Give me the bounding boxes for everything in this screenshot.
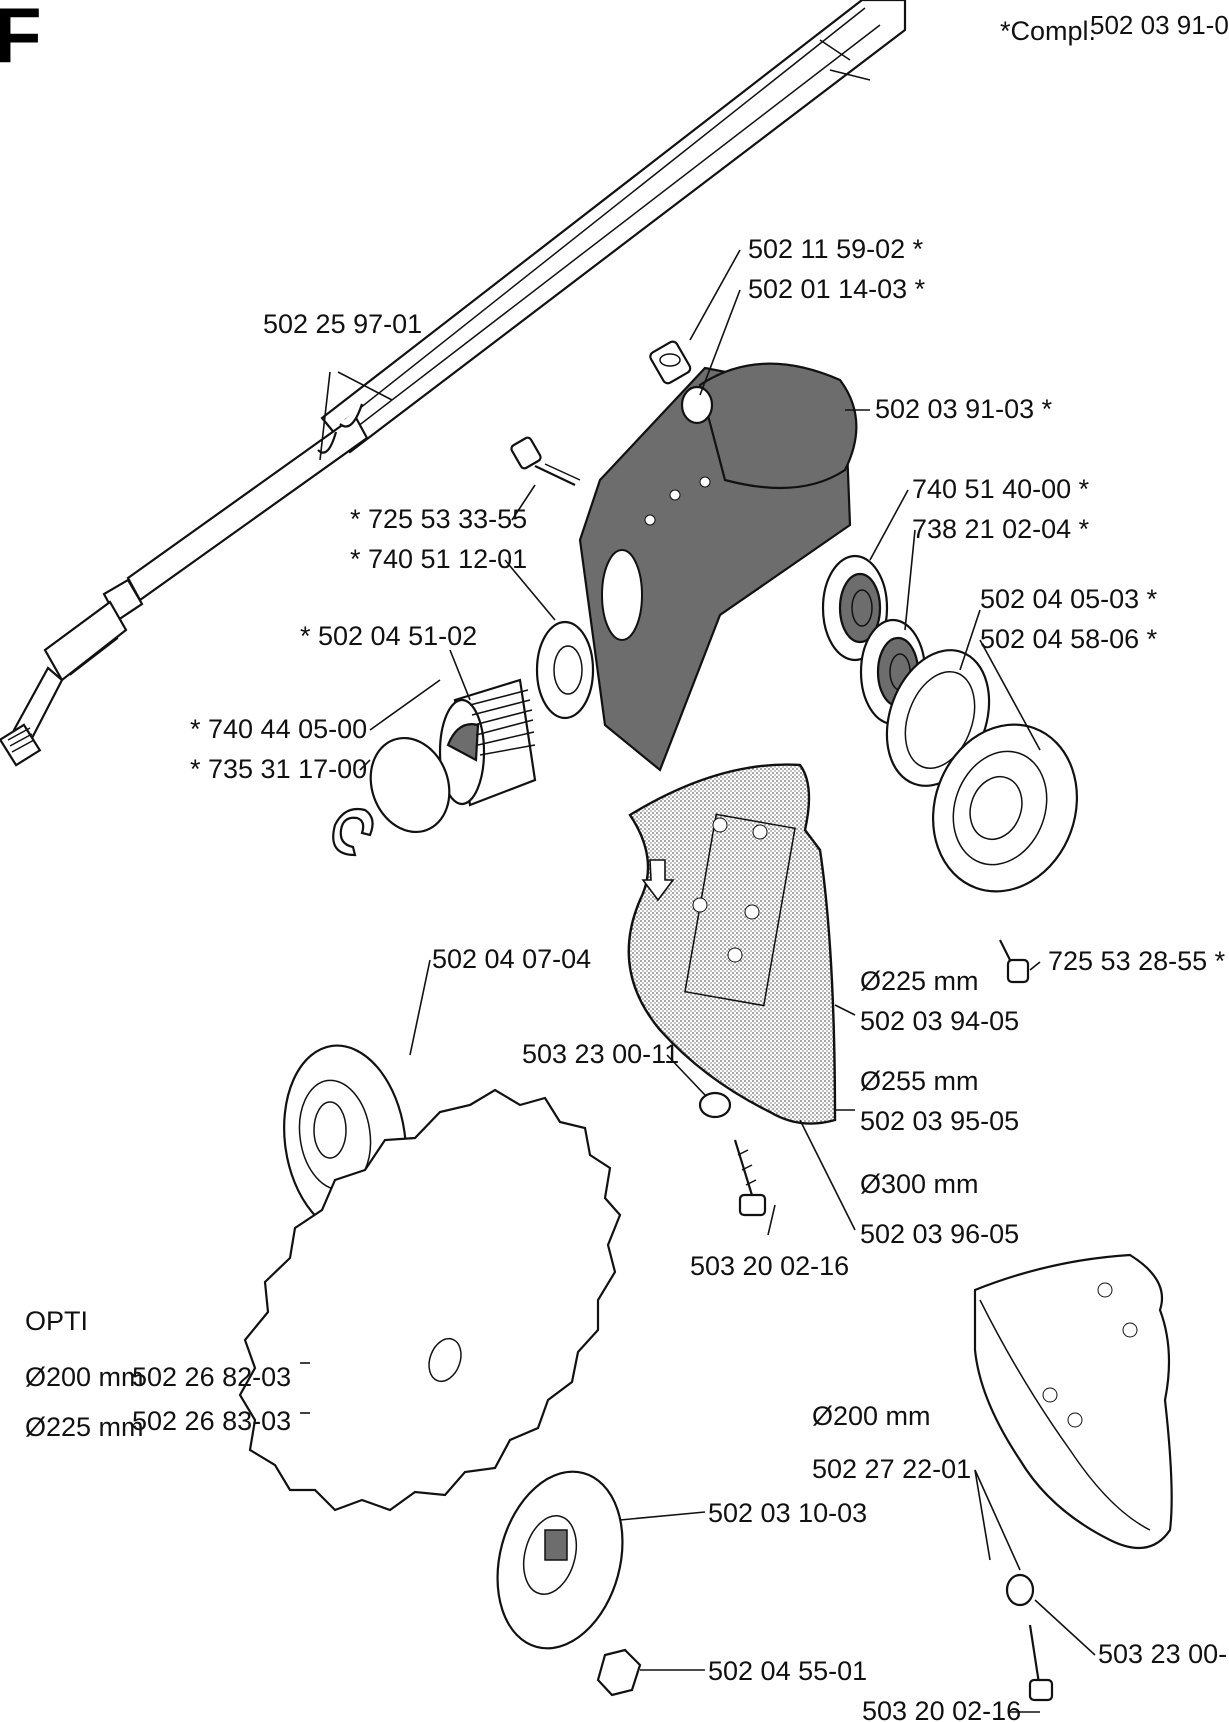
label-shaft: 502 25 97-01	[263, 309, 422, 339]
label-guard-300-code: 502 03 96-05	[860, 1219, 1019, 1249]
flange-hub	[931, 723, 1079, 893]
oring-top	[680, 385, 714, 425]
label-washer-mid: 503 23 00-11	[522, 1039, 679, 1069]
label-plug: 502 11 59-02 *	[748, 234, 924, 264]
label-opti: OPTI	[25, 1306, 88, 1336]
saw-blade	[238, 1088, 622, 1512]
label-seal: * 740 51 12-01	[350, 544, 527, 574]
label-guard-200-code: 502 27 22-01	[812, 1454, 971, 1484]
label-guard-225-size: Ø225 mm	[860, 966, 979, 996]
label-blade-200-size: Ø200 mm	[25, 1362, 144, 1392]
screw-bottom	[1028, 1624, 1054, 1702]
label-oring-bottom: * 735 31 17-00	[190, 754, 367, 784]
label-bearing-b: 738 21 02-04 *	[912, 514, 1090, 544]
screw-mid	[733, 1139, 767, 1217]
washer-mid	[698, 1091, 732, 1119]
compl-note-prefix: *Compl.	[1000, 16, 1096, 46]
label-screw-right: 725 53 28-55 *	[1048, 946, 1226, 976]
label-oring-top: 502 01 14-03 *	[748, 274, 926, 304]
screw-right	[999, 939, 1030, 984]
label-washer-right: 503 23 00-11	[1098, 1639, 1229, 1669]
label-nut: 502 04 55-01	[708, 1656, 867, 1686]
housing-screw	[510, 436, 581, 486]
label-screw-housing: * 725 53 33-55	[350, 504, 527, 534]
label-guard-255-size: Ø255 mm	[860, 1066, 979, 1096]
gear-housing	[578, 362, 858, 772]
drive-shaft	[0, 0, 907, 767]
label-blade-225-size: Ø225 mm	[25, 1412, 144, 1442]
oring-bottom	[369, 736, 451, 834]
label-guard-200-size: Ø200 mm	[812, 1401, 931, 1431]
guard-details	[641, 813, 796, 1007]
blade-guard-large	[627, 763, 837, 1125]
label-washer-a: 502 04 05-03 *	[980, 584, 1158, 614]
thrust-washer	[496, 1470, 624, 1650]
label-blade-225-code: 502 26 83-03	[132, 1406, 291, 1436]
label-circlip: * 740 44 05-00	[190, 714, 367, 744]
label-blade-200-code: 502 26 82-03	[132, 1362, 291, 1392]
label-guard-255-code: 502 03 95-05	[860, 1106, 1019, 1136]
shaft-thread	[0, 723, 42, 767]
blade-guard-small	[973, 1253, 1173, 1550]
section-letter: F	[0, 0, 42, 79]
nut	[596, 1648, 642, 1697]
label-gear-sleeve: * 502 04 51-02	[300, 621, 477, 651]
label-guard-300-size: Ø300 mm	[860, 1169, 979, 1199]
label-bearing-a: 740 51 40-00 *	[912, 474, 1090, 504]
part-labels: 502 25 97-01 502 11 59-02 * 502 01 14-03…	[25, 234, 1229, 1722]
label-gear-housing: 502 03 91-03 *	[875, 394, 1053, 424]
gear-sleeve	[438, 678, 537, 807]
label-thrust-washer: 502 03 10-03	[708, 1498, 867, 1528]
label-flange-hub: 502 04 58-06 *	[980, 624, 1158, 654]
seal	[535, 620, 595, 720]
leader-lines	[300, 249, 1096, 1713]
washer-right	[1005, 1573, 1035, 1607]
blade-arbor-hole	[428, 1337, 462, 1383]
label-screw-mid: 503 20 02-16	[690, 1251, 849, 1281]
label-guard-225-code: 502 03 94-05	[860, 1006, 1019, 1036]
plug	[649, 340, 692, 385]
label-screw-bottom: 503 20 02-16	[862, 1696, 1021, 1722]
label-support-cup: 502 04 07-04	[432, 944, 591, 974]
circlip	[332, 807, 374, 857]
compl-note-number: 502 03 91-03	[1090, 10, 1229, 40]
